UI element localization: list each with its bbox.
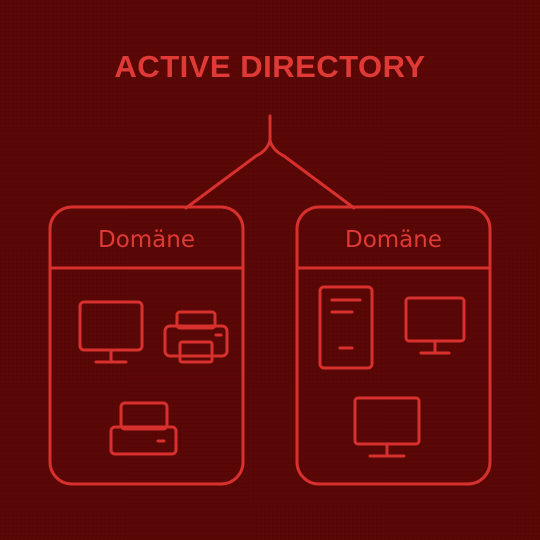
domain-left <box>48 205 245 486</box>
diagram-title: ACTIVE DIRECTORY <box>114 49 426 84</box>
domain-left-frame <box>48 205 245 486</box>
monitor-icon <box>404 296 466 355</box>
domain-right-frame <box>295 205 492 486</box>
domain-right <box>295 205 492 486</box>
tree-connector <box>184 114 356 210</box>
monitor-icon <box>78 300 144 364</box>
monitor-icon <box>353 396 421 458</box>
branch-left <box>184 138 272 210</box>
printer-icon <box>163 310 229 364</box>
printer-icon <box>109 401 178 456</box>
domain-left-label: Domäne <box>97 227 195 253</box>
server-tower-icon <box>318 285 374 370</box>
branch-right <box>268 138 356 210</box>
domain-right-label: Domäne <box>344 227 442 253</box>
